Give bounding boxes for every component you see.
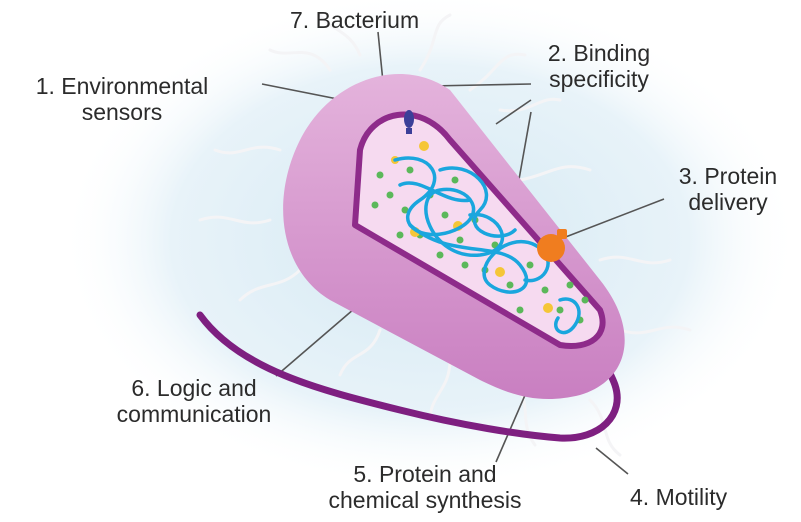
- label-binding-specificity: 2. Binding specificity: [532, 40, 666, 92]
- label-environmental-sensors: 1. Environmental sensors: [8, 73, 236, 125]
- label-motility: 4. Motility: [630, 484, 727, 510]
- label-protein-delivery: 3. Protein delivery: [662, 163, 794, 215]
- label-logic-communication-line2: communication: [92, 401, 296, 427]
- label-bacterium: 7. Bacterium: [290, 7, 419, 33]
- label-environmental-sensors-line1: 1. Environmental: [8, 73, 236, 99]
- label-protein-synthesis-line2: chemical synthesis: [300, 487, 550, 513]
- label-protein-delivery-line1: 3. Protein: [662, 163, 794, 189]
- label-environmental-sensors-line2: sensors: [8, 99, 236, 125]
- label-protein-synthesis: 5. Protein and chemical synthesis: [300, 461, 550, 513]
- label-bacterium-text: 7. Bacterium: [290, 7, 419, 33]
- label-binding-specificity-line1: 2. Binding: [532, 40, 666, 66]
- label-binding-specificity-line2: specificity: [532, 66, 666, 92]
- label-logic-communication-line1: 6. Logic and: [92, 375, 296, 401]
- label-protein-delivery-line2: delivery: [662, 189, 794, 215]
- label-protein-synthesis-line1: 5. Protein and: [300, 461, 550, 487]
- label-logic-communication: 6. Logic and communication: [92, 375, 296, 427]
- label-motility-text: 4. Motility: [630, 484, 727, 510]
